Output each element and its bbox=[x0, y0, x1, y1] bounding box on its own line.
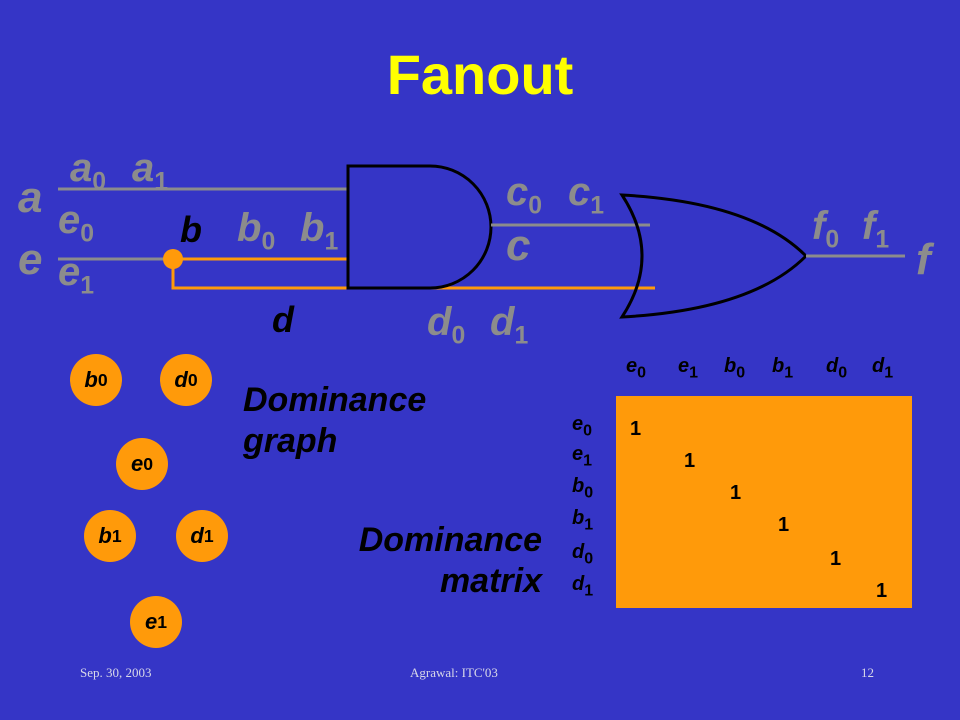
label-a0: a0 bbox=[70, 146, 107, 196]
matrix-row-e1: e1 bbox=[572, 443, 593, 470]
footer-date: Sep. 30, 2003 bbox=[80, 665, 152, 680]
label-a: a bbox=[18, 173, 43, 222]
label-e0: e0 bbox=[58, 198, 95, 248]
footer-center: Agrawal: ITC'03 bbox=[410, 665, 498, 680]
dominance-graph-caption: Dominance graph bbox=[243, 381, 427, 460]
matrix-col-d0: d0 bbox=[826, 355, 848, 382]
wire-d bbox=[171, 259, 655, 290]
matrix-cell: 1 bbox=[730, 482, 742, 504]
label-d0: d0 bbox=[427, 300, 466, 350]
label-f: f bbox=[916, 235, 931, 284]
matrix-cell: 1 bbox=[630, 418, 642, 440]
dominance-matrix-caption: Dominance matrix bbox=[358, 521, 542, 600]
or-gate bbox=[619, 193, 809, 319]
slide-title: Fanout bbox=[386, 43, 574, 106]
matrix-col-b0: b0 bbox=[724, 355, 746, 382]
matrix-cell: 1 bbox=[876, 580, 888, 602]
matrix-row-b0: b0 bbox=[572, 475, 594, 502]
label-c0: c0 bbox=[506, 170, 543, 220]
matrix-col-b1: b1 bbox=[772, 355, 794, 382]
and-gate bbox=[346, 164, 493, 290]
label-b0: b0 bbox=[237, 206, 276, 256]
label-a1: a1 bbox=[132, 146, 169, 196]
label-c: c bbox=[506, 221, 531, 270]
matrix-row-b1: b1 bbox=[572, 507, 594, 534]
matrix-col-d1: d1 bbox=[872, 355, 894, 382]
label-e: e bbox=[18, 235, 43, 284]
matrix-col-e0: e0 bbox=[626, 355, 647, 382]
label-d1: d1 bbox=[490, 300, 529, 350]
matrix-row-d1: d1 bbox=[572, 573, 594, 600]
label-e1: e1 bbox=[58, 250, 95, 300]
label-f0: f0 bbox=[812, 204, 840, 254]
matrix-cell: 1 bbox=[684, 450, 696, 472]
label-f1: f1 bbox=[862, 204, 890, 254]
page-number: 12 bbox=[861, 665, 874, 680]
label-c1: c1 bbox=[568, 170, 605, 220]
fanout-point bbox=[163, 249, 183, 269]
label-d: d bbox=[272, 299, 294, 340]
label-b1: b1 bbox=[300, 206, 339, 256]
dominance-matrix bbox=[616, 396, 912, 608]
matrix-row-d0: d0 bbox=[572, 541, 594, 568]
matrix-cell: 1 bbox=[830, 548, 842, 570]
matrix-row-e0: e0 bbox=[572, 413, 593, 440]
matrix-cell: 1 bbox=[778, 514, 790, 536]
matrix-col-e1: e1 bbox=[678, 355, 699, 382]
label-b: b bbox=[180, 209, 202, 250]
